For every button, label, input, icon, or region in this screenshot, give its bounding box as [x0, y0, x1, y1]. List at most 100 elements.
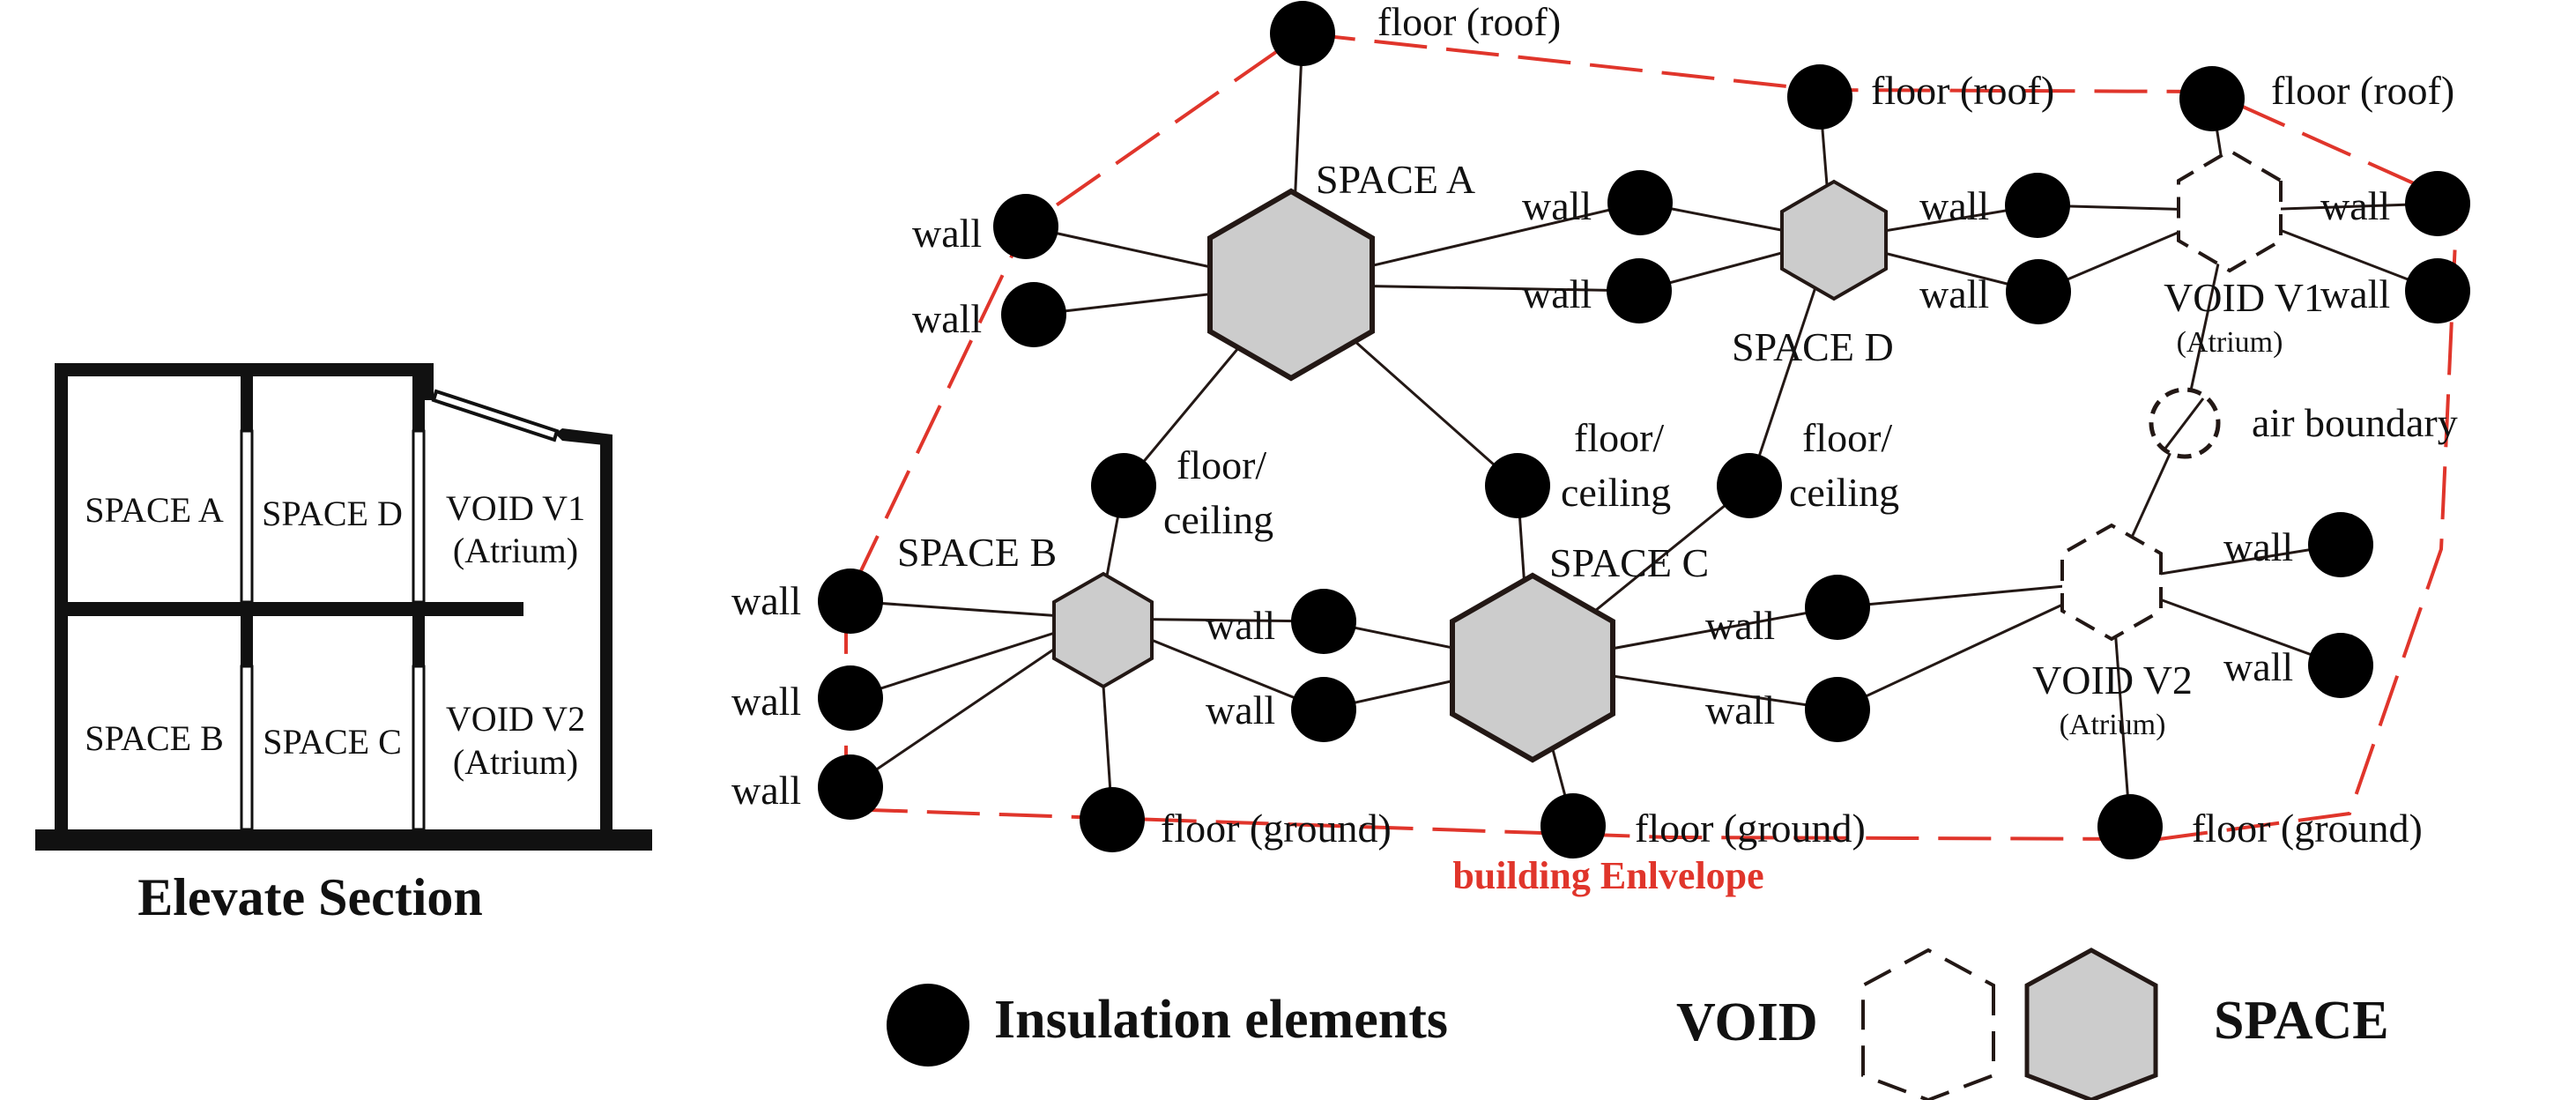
- label-wall-a1: wall: [912, 211, 982, 256]
- insulation-node-wall-cv2-2: [1805, 677, 1870, 742]
- space-a-hexagon: [1207, 188, 1375, 382]
- label-floor-ground-1: floor (ground): [1161, 806, 1392, 851]
- label-wall-v2-1: wall: [2223, 524, 2293, 569]
- insulation-node-roof-a: [1270, 1, 1335, 66]
- insulation-node-ceiling-dc: [1717, 453, 1782, 518]
- label-floor-ceiling-dc-1: floor/: [1802, 415, 1892, 460]
- insulation-nodes: [818, 1, 2470, 859]
- building-envelope-boundary: [844, 31, 2460, 842]
- label-floor-roof-3: floor (roof): [2271, 68, 2454, 113]
- label-void-v1-sub: (Atrium): [2177, 326, 2283, 359]
- label-wall-dv1-2: wall: [1919, 271, 1989, 316]
- label-wall-dv1-1: wall: [1919, 183, 1989, 228]
- label-floor-ground-3: floor (ground): [2192, 806, 2423, 851]
- section-title: Elevate Section: [137, 868, 483, 926]
- label-floor-ground-2: floor (ground): [1635, 806, 1866, 851]
- right-exterior-wall: [600, 435, 612, 835]
- label-wall-ad2: wall: [1522, 271, 1592, 316]
- insulation-node-wall-ad2: [1607, 258, 1672, 323]
- partition-ad-glass: [240, 429, 254, 604]
- label-floor-roof-2: floor (roof): [1871, 68, 2054, 113]
- space-b-hexagon: [1052, 571, 1154, 689]
- insulation-node-ground-c: [1540, 793, 1606, 858]
- label-floor-roof-1: floor (roof): [1377, 0, 1561, 44]
- atrium-skylight: [431, 389, 560, 442]
- label-space-c: SPACE C: [1549, 540, 1709, 585]
- insulation-node-ground-v2: [2097, 794, 2163, 859]
- insulation-node-wall-ad1: [1607, 170, 1673, 235]
- void-v1-hexagon: [2177, 148, 2283, 273]
- edge: [2163, 398, 2205, 450]
- partition-bc-solid: [241, 616, 253, 666]
- insulation-node-wall-a2: [1001, 282, 1066, 347]
- legend-insulation-icon: [887, 984, 969, 1067]
- insulation-node-wall-bc1: [1291, 589, 1356, 654]
- label-floor-ceiling-ab-2: ceiling: [1163, 497, 1273, 542]
- insulation-node-wall-cv2-1: [1805, 575, 1870, 640]
- label-wall-cv2-2: wall: [1705, 688, 1775, 732]
- partition-ad-solid: [241, 376, 253, 431]
- partition-dv1-solid: [412, 376, 425, 431]
- partition-bc-glass: [240, 665, 254, 831]
- room-label-space-b: SPACE B: [85, 718, 224, 758]
- graph: floor (roof) floor (roof) floor (roof) S…: [731, 0, 2470, 897]
- label-floor-ceiling-ac-1: floor/: [1574, 415, 1664, 460]
- label-wall-a2: wall: [912, 296, 982, 341]
- insulation-node-wall-v1-1: [2405, 171, 2470, 236]
- atrium-roof-cap: [555, 428, 612, 446]
- label-void-v2: VOID V2: [2032, 658, 2193, 702]
- insulation-node-wall-dv1-2: [2006, 259, 2071, 324]
- legend: Insulation elements VOID SPACE: [887, 948, 2389, 1100]
- label-wall-bc1: wall: [1206, 603, 1275, 648]
- label-floor-ceiling-ac-2: ceiling: [1561, 470, 1671, 515]
- ground-slab: [35, 829, 652, 851]
- insulation-node-ceiling-ac: [1485, 453, 1550, 518]
- insulation-node-roof-d: [1787, 64, 1852, 130]
- insulation-node-roof-v1: [2179, 66, 2245, 131]
- insulation-node-wall-v2-1: [2308, 512, 2373, 577]
- label-wall-b1: wall: [731, 578, 801, 623]
- legend-space-label: SPACE: [2214, 991, 2389, 1051]
- insulation-node-wall-b3: [818, 754, 883, 820]
- partition-dv1-glass: [412, 429, 426, 604]
- elevate-section: SPACE A SPACE D VOID V1 (Atrium) SPACE B…: [35, 363, 652, 926]
- insulation-node-ground-b: [1080, 787, 1145, 852]
- insulation-node-wall-v1-2: [2405, 258, 2470, 323]
- label-wall-v1-1: wall: [2320, 183, 2390, 228]
- label-wall-v1-2: wall: [2320, 271, 2390, 316]
- legend-void-label: VOID: [1676, 992, 1818, 1052]
- room-label-void-v2-sub: (Atrium): [453, 742, 578, 782]
- label-space-b: SPACE B: [897, 530, 1057, 575]
- node-labels: floor (roof) floor (roof) floor (roof) S…: [731, 0, 2458, 897]
- label-void-v2-sub: (Atrium): [2060, 709, 2166, 741]
- legend-void-icon: [1861, 948, 1995, 1100]
- legend-space-icon: [2024, 948, 2158, 1100]
- label-wall-v2-2: wall: [2223, 644, 2293, 689]
- label-wall-cv2-1: wall: [1705, 603, 1775, 648]
- label-floor-ceiling-ab-1: floor/: [1177, 442, 1266, 487]
- label-air-boundary: air boundary: [2252, 400, 2458, 445]
- label-building-envelope: building Enlvelope: [1452, 854, 1763, 897]
- insulation-node-wall-dv1-1: [2005, 173, 2070, 238]
- room-label-void-v1: VOID V1: [446, 488, 585, 528]
- label-wall-b3: wall: [731, 768, 801, 813]
- label-void-v1: VOID V1: [2164, 275, 2324, 320]
- label-space-d: SPACE D: [1732, 324, 1894, 369]
- insulation-node-ceiling-ab: [1091, 453, 1156, 518]
- void-v2-hexagon: [2060, 523, 2163, 642]
- insulation-node-wall-b1: [818, 569, 883, 634]
- label-wall-b2: wall: [731, 679, 801, 724]
- label-wall-ad1: wall: [1522, 183, 1592, 228]
- insulation-node-wall-b2: [818, 665, 883, 731]
- roof-slab: [55, 363, 434, 376]
- legend-insulation-label: Insulation elements: [994, 990, 1448, 1050]
- room-label-space-c: SPACE C: [263, 722, 402, 762]
- label-wall-bc2: wall: [1206, 688, 1275, 732]
- room-label-void-v1-sub: (Atrium): [453, 531, 578, 570]
- space-c-hexagon: [1450, 572, 1615, 763]
- label-space-a: SPACE A: [1316, 157, 1475, 202]
- room-label-void-v2: VOID V2: [446, 699, 585, 739]
- insulation-node-wall-a1: [993, 194, 1058, 259]
- room-label-space-a: SPACE A: [85, 490, 224, 530]
